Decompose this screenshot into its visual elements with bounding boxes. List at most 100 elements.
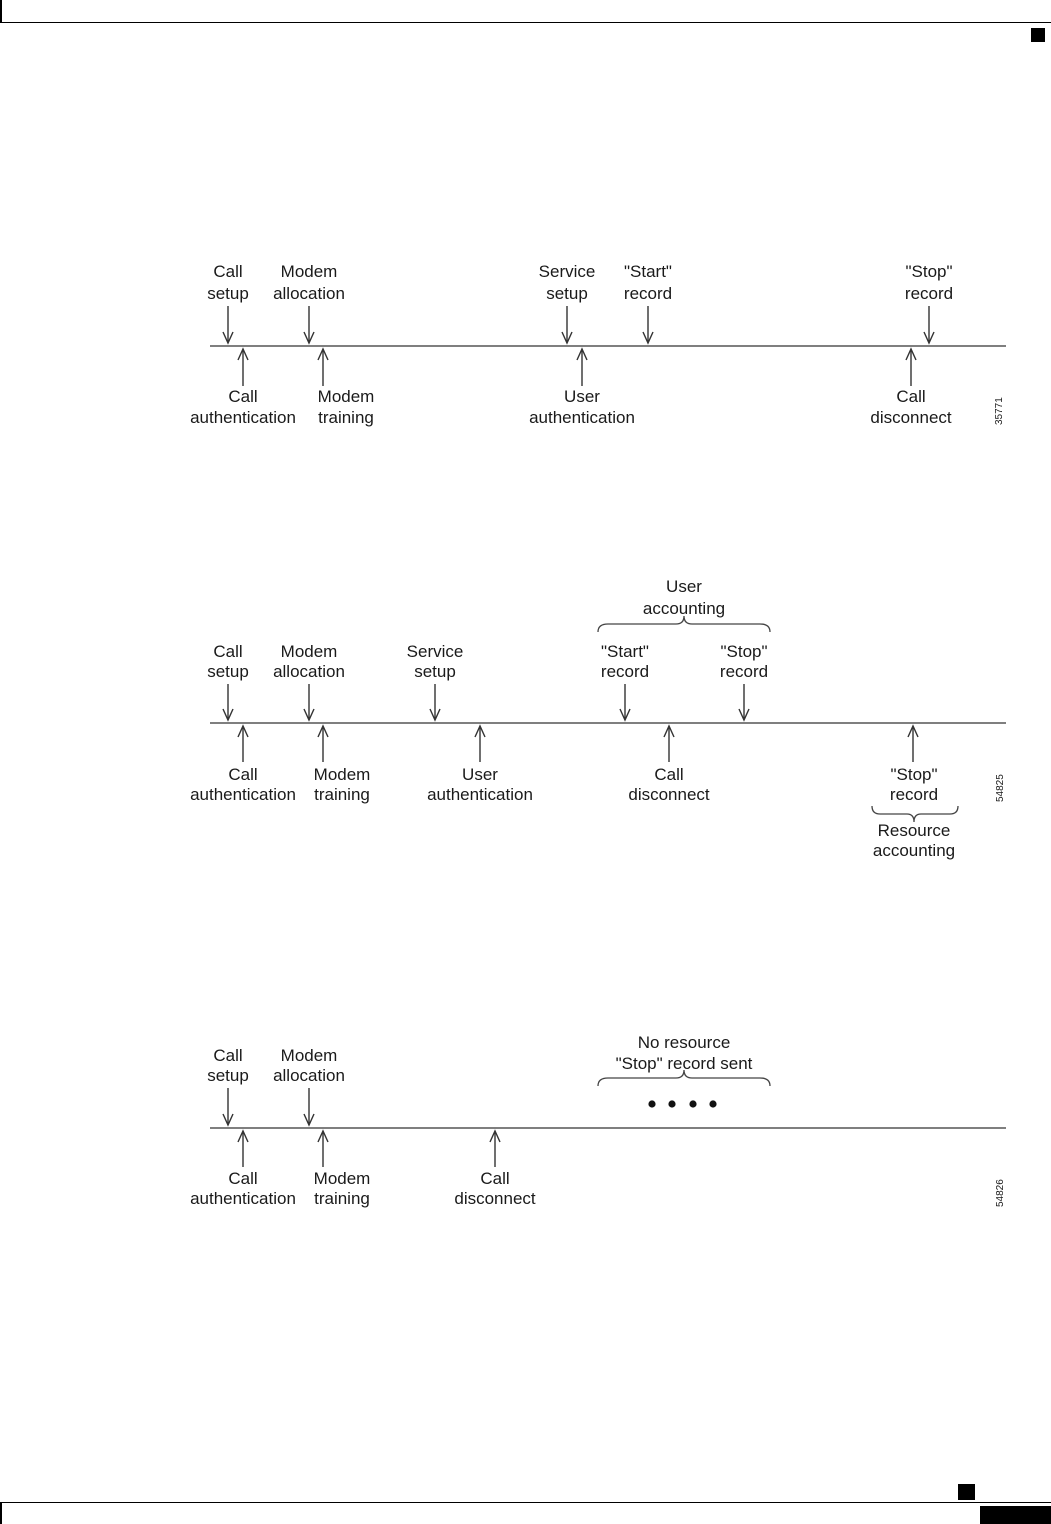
event-label-user-authentication-l2: authentication: [427, 785, 533, 804]
header-rule: [0, 22, 1051, 23]
event-label-stop-record-l1: "Stop": [720, 642, 767, 661]
down-arrowhead: [222, 708, 234, 722]
user-accounting-brace: [597, 615, 771, 633]
header-left-tick: [0, 0, 2, 22]
event-label-service-setup-l1: Service: [407, 642, 464, 661]
event-label-call-setup-l2: setup: [207, 1066, 249, 1085]
down-arrowhead: [222, 1113, 234, 1127]
event-label-call-disconnect-l2: disconnect: [454, 1189, 536, 1208]
timeline-diagram-3: No resource "Stop" record sent Call setu…: [0, 1025, 1051, 1225]
ellipsis-dot: [668, 1100, 676, 1108]
event-label-user-authentication-l1: User: [564, 387, 600, 406]
footer-left-tick: [0, 1502, 2, 1524]
down-arrowhead: [923, 331, 935, 345]
timeline-diagram-1: Call setup Modem allocation Service setu…: [0, 250, 1051, 450]
event-label-call-setup-l2: setup: [207, 662, 249, 681]
event-label-modem-allocation-l2: allocation: [273, 1066, 345, 1085]
event-label-start-record-l2: record: [601, 662, 649, 681]
event-label-call-setup-l1: Call: [213, 262, 242, 281]
group-label-resource-accounting-l1: Resource: [878, 821, 951, 840]
timeline-diagram-3-svg: No resource "Stop" record sent Call setu…: [190, 1033, 1006, 1208]
group-label-user-accounting-l1: User: [666, 577, 702, 596]
event-label-call-authentication-l1: Call: [228, 765, 257, 784]
event-label-call-disconnect-l2: disconnect: [870, 408, 952, 427]
down-arrowhead: [642, 331, 654, 345]
note-brace: [597, 1069, 771, 1087]
event-label-call-authentication-l2: authentication: [190, 1189, 296, 1208]
up-arrowhead: [907, 724, 919, 738]
group-label-user-accounting-l2: accounting: [643, 599, 725, 618]
ellipsis-dot: [709, 1100, 717, 1108]
note-no-resource-l1: No resource: [638, 1033, 731, 1052]
note-no-resource-l2: "Stop" record sent: [616, 1054, 753, 1073]
event-label-modem-training-l2: training: [314, 785, 370, 804]
event-label-modem-training-l2: training: [314, 1189, 370, 1208]
down-arrowhead: [738, 708, 750, 722]
event-label-call-disconnect-l1: Call: [896, 387, 925, 406]
event-label-modem-training-l1: Modem: [318, 387, 375, 406]
down-arrowhead: [429, 708, 441, 722]
down-arrowhead: [619, 708, 631, 722]
timeline-diagram-2-svg: User accounting Call setup Modem allocat…: [190, 577, 1006, 860]
header-corner-mark: [1031, 28, 1045, 42]
up-arrowhead: [905, 347, 917, 361]
event-label-stop-record-l2: record: [905, 284, 953, 303]
event-label-service-setup-l2: setup: [546, 284, 588, 303]
down-arrowhead: [561, 331, 573, 345]
down-arrowhead: [222, 331, 234, 345]
up-arrowhead: [474, 724, 486, 738]
figure-id: 54826: [995, 1179, 1006, 1207]
event-label-modem-allocation-l1: Modem: [281, 1046, 338, 1065]
up-arrowhead: [489, 1129, 501, 1143]
up-arrowhead: [237, 347, 249, 361]
event-label-start-record-l2: record: [624, 284, 672, 303]
event-label-resource-stop-record-l1: "Stop": [890, 765, 937, 784]
event-label-modem-training-l1: Modem: [314, 1169, 371, 1188]
group-label-resource-accounting-l2: accounting: [873, 841, 955, 860]
figure-id: 54825: [995, 774, 1006, 802]
footer-tab: [980, 1506, 1051, 1524]
up-arrowhead: [663, 724, 675, 738]
event-label-service-setup-l1: Service: [539, 262, 596, 281]
resource-accounting-brace: [871, 805, 959, 823]
event-label-user-authentication-l1: User: [462, 765, 498, 784]
footer-rule: [0, 1502, 1051, 1503]
down-arrowhead: [303, 331, 315, 345]
event-label-call-disconnect-l1: Call: [654, 765, 683, 784]
event-label-resource-stop-record-l2: record: [890, 785, 938, 804]
up-arrowhead: [237, 724, 249, 738]
event-label-modem-allocation-l2: allocation: [273, 662, 345, 681]
event-label-call-setup-l1: Call: [213, 642, 242, 661]
figure-id: 35771: [994, 397, 1005, 425]
timeline-diagram-2: User accounting Call setup Modem allocat…: [0, 570, 1051, 870]
up-arrowhead: [317, 1129, 329, 1143]
event-label-start-record-l1: "Start": [624, 262, 672, 281]
event-label-call-setup-l2: setup: [207, 284, 249, 303]
footer-page-mark: [958, 1484, 975, 1500]
event-label-call-authentication-l1: Call: [228, 387, 257, 406]
event-label-modem-training-l2: training: [318, 408, 374, 427]
event-label-modem-allocation-l1: Modem: [281, 262, 338, 281]
ellipsis-dot: [648, 1100, 656, 1108]
down-arrowhead: [303, 708, 315, 722]
up-arrowhead: [317, 724, 329, 738]
event-label-stop-record-l1: "Stop": [905, 262, 952, 281]
event-label-call-authentication-l2: authentication: [190, 785, 296, 804]
event-label-start-record-l1: "Start": [601, 642, 649, 661]
event-label-modem-allocation-l2: allocation: [273, 284, 345, 303]
event-label-service-setup-l2: setup: [414, 662, 456, 681]
event-label-user-authentication-l2: authentication: [529, 408, 635, 427]
event-label-call-authentication-l2: authentication: [190, 408, 296, 427]
ellipsis-dot: [689, 1100, 697, 1108]
event-label-call-disconnect-l2: disconnect: [628, 785, 710, 804]
event-label-call-authentication-l1: Call: [228, 1169, 257, 1188]
event-label-modem-allocation-l1: Modem: [281, 642, 338, 661]
up-arrowhead: [237, 1129, 249, 1143]
down-arrowhead: [303, 1113, 315, 1127]
event-label-call-disconnect-l1: Call: [480, 1169, 509, 1188]
event-label-stop-record-l2: record: [720, 662, 768, 681]
up-arrowhead: [576, 347, 588, 361]
up-arrowhead: [317, 347, 329, 361]
timeline-diagram-1-svg: Call setup Modem allocation Service setu…: [190, 262, 1006, 427]
event-label-modem-training-l1: Modem: [314, 765, 371, 784]
